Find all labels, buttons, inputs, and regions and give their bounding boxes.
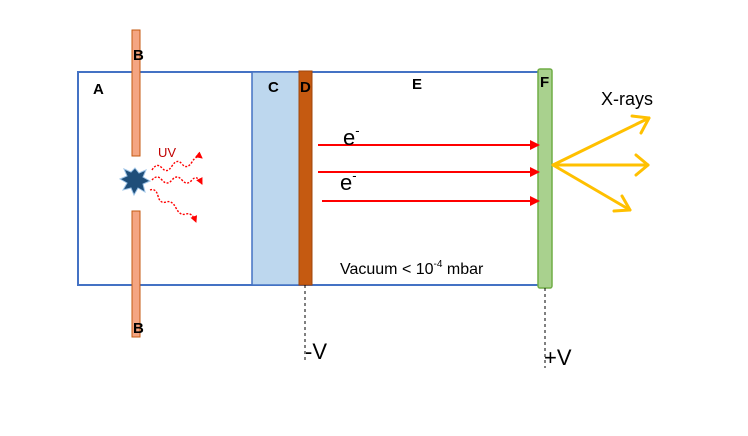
uv-source-flash xyxy=(118,167,152,197)
label-d: D xyxy=(300,79,311,96)
region-c xyxy=(251,71,301,286)
label-a: A xyxy=(93,81,104,98)
xray-arrows xyxy=(551,114,651,213)
label-minus-v: -V xyxy=(305,339,327,364)
electrode-d xyxy=(298,70,313,286)
slit-plate-top xyxy=(131,29,141,157)
slit-plate-bottom xyxy=(131,210,141,338)
label-plus-v: +V xyxy=(544,345,572,370)
label-f: F xyxy=(540,74,549,91)
label-b-bottom: B xyxy=(133,320,144,337)
uv-wave-lower xyxy=(149,188,198,223)
label-electron-1: e- xyxy=(343,123,360,150)
label-xrays: X-rays xyxy=(601,89,653,109)
label-electron-2: e- xyxy=(340,168,357,195)
uv-wave-middle xyxy=(151,176,203,185)
label-c: C xyxy=(268,79,279,96)
target-f xyxy=(537,68,553,289)
label-b-top: B xyxy=(133,47,144,64)
label-vacuum: Vacuum < 10-4 mbar xyxy=(340,259,484,278)
uv-wave-upper xyxy=(151,151,203,172)
label-e: E xyxy=(412,76,422,93)
label-uv: UV xyxy=(158,145,176,160)
